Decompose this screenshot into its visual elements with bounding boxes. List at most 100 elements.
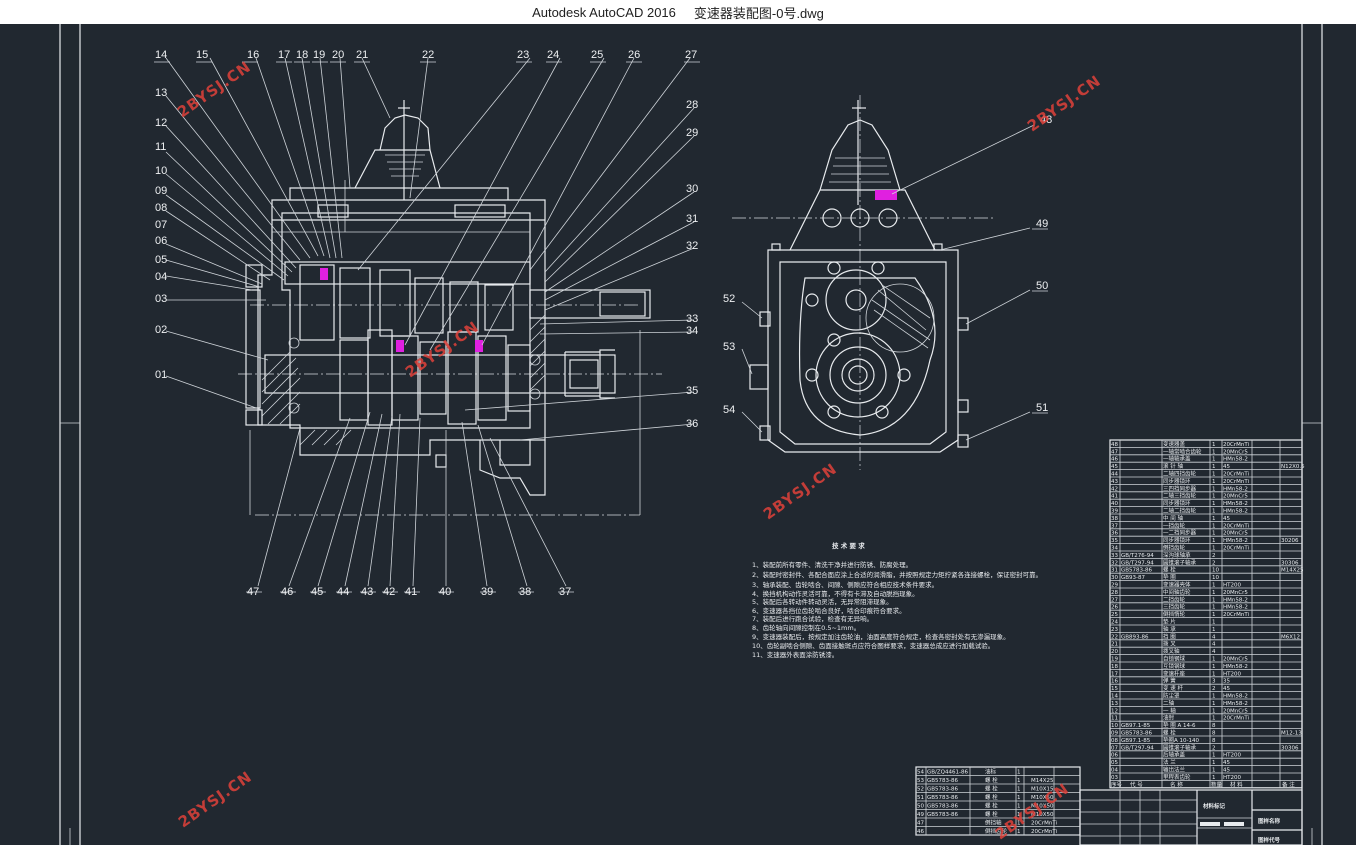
balloon-11: 11: [155, 141, 166, 153]
parts-table-cell: 1: [1212, 657, 1216, 663]
parts-table-cell: 1: [1212, 664, 1216, 670]
parts-table-cell: 垫 片: [1163, 618, 1176, 626]
note-line: 10、齿轮副啮合侧隙、齿面接触斑点应符合图样要求，变速器总成应进行加载试验。: [752, 641, 994, 650]
parts-table-cell: 45: [1223, 686, 1230, 692]
parts-table-cell: M6X12: [1281, 634, 1300, 640]
parts-table-cell: 圆锥滚子轴承: [1163, 558, 1197, 566]
parts-table-cell: 1: [1212, 442, 1216, 448]
parts-table-cell: 25: [1111, 612, 1118, 618]
parts-table-cell: 10: [1212, 568, 1219, 574]
parts-table-cell: 44: [1111, 472, 1118, 478]
parts-table-cell: 4: [1212, 649, 1216, 655]
parts-table-cell: 1: [1212, 612, 1216, 618]
balloon-18: 18: [296, 49, 308, 61]
balloon-37: 37: [559, 586, 571, 598]
parts-table-cell: 04: [1111, 768, 1118, 774]
lower-table-cell: 油标: [985, 768, 997, 776]
parts-table-cell: 一挡齿轮: [1163, 521, 1186, 529]
parts-table-cell: 拨叉轴: [1163, 647, 1180, 655]
balloon-28: 28: [686, 99, 698, 111]
balloon-46: 46: [281, 586, 293, 598]
parts-table-cell: 47: [1111, 449, 1118, 455]
material-mark-label: 材料标记: [1203, 802, 1226, 810]
drawing-svg[interactable]: 14 15 16 17 18 19 20 21 22 23 24 25 26 2…: [0, 24, 1356, 845]
balloon-22: 22: [422, 49, 434, 61]
parts-table-cell: 倒挡惰轮: [1163, 610, 1186, 618]
parts-table-cell: 16: [1111, 679, 1118, 685]
lower-table-cell: M10X50: [1031, 795, 1054, 801]
parts-table-cell: 倒挡齿轮: [1163, 544, 1186, 552]
parts-table-cell: 20CrMnTi: [1223, 479, 1250, 485]
parts-table-cell: 变速杆座: [1163, 669, 1186, 677]
balloon-14: 14: [155, 49, 167, 61]
balloon-42: 42: [383, 586, 395, 598]
lower-table-cell: 1: [1017, 778, 1021, 784]
parts-table-cell: 1: [1212, 509, 1216, 515]
parts-table-cell: 09: [1111, 731, 1118, 737]
watermark: 2BYSJ.CN: [1024, 71, 1104, 135]
balloon-48: 48: [1040, 114, 1052, 126]
lower-table-cell: 1: [1017, 829, 1021, 835]
lower-table-cell: 倒挡轴: [985, 819, 1002, 827]
parts-table-cell: 中 间 轴: [1163, 514, 1183, 522]
lower-table-cell: M14X25: [1031, 778, 1054, 784]
balloon-45: 45: [311, 586, 323, 598]
parts-table-header: 数量: [1211, 780, 1223, 788]
parts-table-cell: 45: [1223, 516, 1230, 522]
parts-table-cell: 1: [1212, 597, 1216, 603]
lower-table-cell: 20CrMnTi: [1031, 829, 1058, 835]
parts-table-cell: 10: [1111, 723, 1118, 729]
side-view-balloons: 48 49 50 51 52 53 54: [723, 114, 1052, 416]
parts-table-cell: GB93-87: [1121, 575, 1146, 581]
parts-table-cell: HMn58-2: [1223, 597, 1248, 603]
balloon-23: 23: [517, 49, 529, 61]
parts-table-cell: 2: [1212, 686, 1216, 692]
balloon-16: 16: [247, 49, 259, 61]
watermark: 2BYSJ.CN: [760, 459, 840, 523]
notes-title: 技 术 要 求: [832, 541, 865, 550]
lower-table-cell: M10X50: [1031, 812, 1054, 818]
parts-table-cell: 20CrMnTi: [1223, 442, 1250, 448]
lower-table-cell: 倒挡齿轮: [985, 827, 1008, 835]
parts-table-cell: 1: [1212, 516, 1216, 522]
parts-table-cell: 1: [1212, 538, 1216, 544]
parts-table-cell: 1: [1212, 523, 1216, 529]
balloon-02: 02: [155, 324, 167, 336]
parts-table-cell: 一二挡同步器: [1163, 529, 1197, 537]
balloon-29: 29: [686, 127, 698, 139]
parts-table-cell: 圆锥滚子轴承: [1163, 743, 1197, 751]
drawing-canvas[interactable]: 14 15 16 17 18 19 20 21 22 23 24 25 26 2…: [0, 24, 1356, 845]
parts-table-cell: 防尘罩: [1163, 692, 1180, 700]
parts-table-cell: 30306: [1281, 745, 1299, 751]
parts-table-cell: 1: [1212, 486, 1216, 492]
parts-table-header: 备 注: [1282, 780, 1295, 788]
lower-table-cell: 50: [917, 804, 924, 810]
parts-table-cell: 深沟球轴承: [1163, 551, 1191, 559]
lower-table-cell: 20CrMnTi: [1031, 821, 1058, 827]
parts-table-cell: 32: [1111, 560, 1118, 566]
parts-table-cell: 滚 针 轴: [1163, 462, 1183, 470]
parts-table-cell: 8: [1212, 731, 1216, 737]
balloon-33: 33: [686, 313, 698, 325]
balloon-40: 40: [439, 586, 451, 598]
parts-table-cell: 40: [1111, 501, 1118, 507]
parts-table-cell: 08: [1111, 738, 1118, 744]
balloon-04: 04: [155, 271, 167, 283]
balloon-09: 09: [155, 185, 167, 197]
parts-table-cell: 1: [1212, 716, 1216, 722]
side-view: [732, 95, 995, 470]
parts-table-cell: 二轴四挡齿轮: [1163, 470, 1197, 478]
parts-table-cell: 33: [1111, 553, 1118, 559]
parts-table-cell: 1: [1212, 531, 1216, 537]
parts-table-cell: 35: [1223, 679, 1230, 685]
parts-table-cell: 挡 圈: [1163, 632, 1176, 640]
balloon-26: 26: [628, 49, 640, 61]
parts-table-cell: 20MnCr5: [1223, 449, 1248, 455]
note-line: 5、装配后各转动件转动灵活，无异常阻滞现象。: [752, 597, 893, 606]
parts-table-cell: 垫 圈 A 14-6: [1163, 721, 1196, 729]
parts-table-cell: 1: [1212, 671, 1216, 677]
watermarks: 2BYSJ.CN 2BYSJ.CN 2BYSJ.CN 2BYSJ.CN 2BYS…: [174, 57, 1104, 843]
balloon-38: 38: [519, 586, 531, 598]
parts-table-cell: 变速器壳体: [1163, 581, 1191, 589]
parts-table-cell: 45: [1223, 768, 1230, 774]
